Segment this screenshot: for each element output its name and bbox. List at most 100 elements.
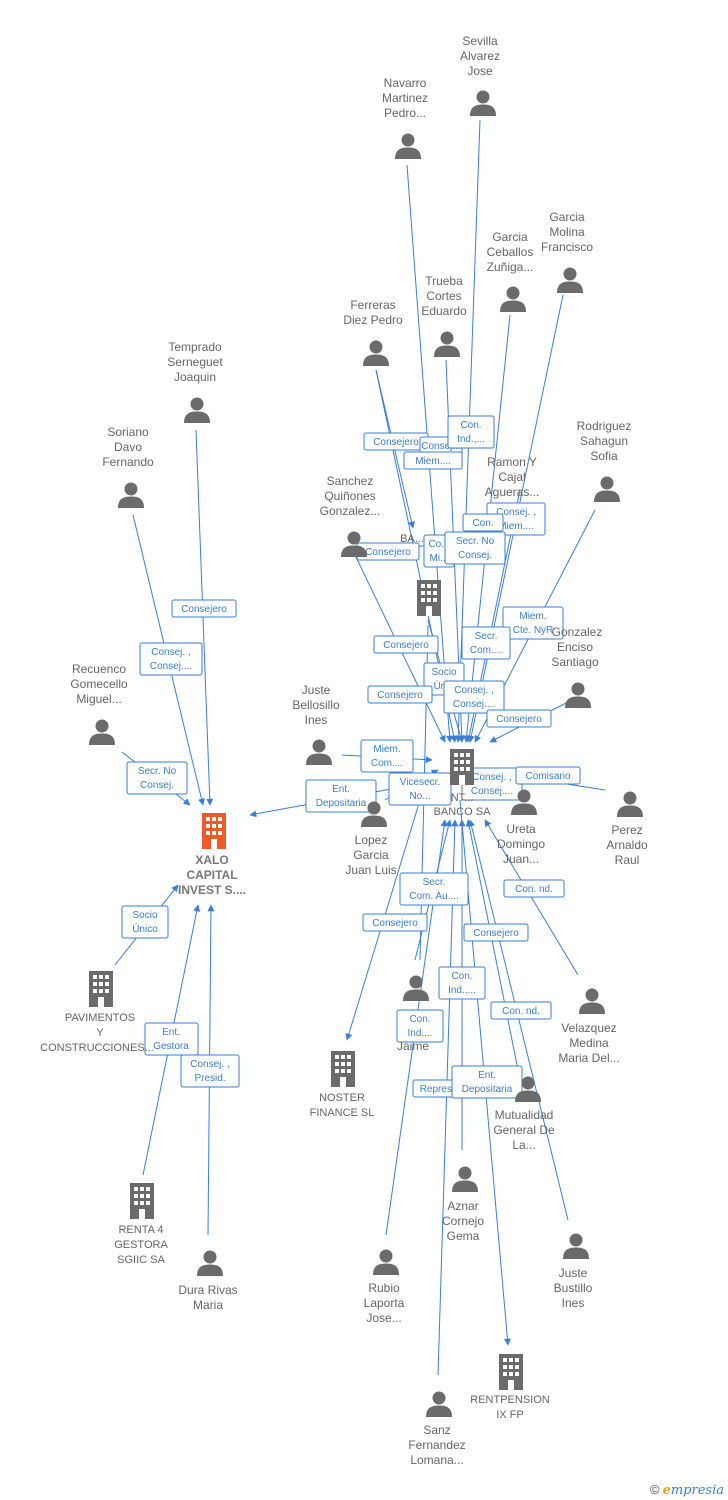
person-navarro[interactable]: Navarro Martinez Pedro... [382, 76, 428, 159]
person-garcia-ceballos[interactable]: Garcia Ceballos Zuñiga... [487, 230, 534, 312]
person-label: Fernando [102, 455, 154, 469]
person-trueba[interactable]: Trueba Cortes Eduardo [421, 274, 467, 357]
rel-renta4-xalo[interactable]: Ent.Gestora [144, 1022, 199, 1056]
person-juste-bellosillo[interactable]: Juste Bellosillo Ines [292, 683, 340, 765]
rel-banco-xalo[interactable]: Ent.Depositaria [305, 779, 377, 813]
rel-lopez-banco[interactable]: Vicesecr.No... [388, 772, 452, 806]
person-perez[interactable]: Perez Arnaldo Raul [606, 791, 648, 868]
rel-line: Ind.,... [448, 985, 476, 996]
rel-line: Consej. , [151, 647, 190, 658]
rel-line: Mi... [430, 553, 449, 564]
rel-banco-rentpension[interactable]: Ent.Depositaria [451, 1065, 523, 1099]
company-label: XALO [195, 853, 228, 867]
rel-navarro-banco-b[interactable]: Miem.... [403, 451, 463, 470]
person-lopez[interactable]: Lopez Garcia Juan Luis [345, 801, 397, 878]
rel-line: Consej... [421, 441, 460, 452]
company-label: BA... [400, 533, 424, 545]
person-label: Diez Pedro [343, 313, 403, 327]
company-pavimentos[interactable] [89, 971, 113, 1007]
company-renta4[interactable] [130, 1183, 154, 1219]
rel-velazquez-banco-a[interactable]: Con. nd. [503, 879, 565, 898]
company-xalo[interactable] [202, 813, 226, 849]
rel-line: Miem.... [498, 521, 534, 532]
rel-aznar-banco[interactable]: Con.Ind.,... [438, 966, 486, 1000]
rel-jaime-banco-a[interactable]: Secr.Com. Au.... [399, 872, 469, 906]
person-juste-bustillo[interactable]: Juste Bustillo Ines [554, 1233, 593, 1311]
person-icon [434, 331, 460, 357]
rel-line: Ent. [162, 1027, 180, 1038]
person-icon [565, 682, 591, 708]
person-soriano[interactable]: Soriano Davo Fernando [102, 425, 154, 508]
rel-line: Consejero [377, 690, 423, 701]
rel-line: Ent. [478, 1070, 496, 1081]
rel-line: Consej.... [471, 786, 513, 797]
rel-line: Miem.... [415, 456, 451, 467]
person-aznar[interactable]: Aznar Cornejo Gema [442, 1166, 484, 1244]
company-banco[interactable] [450, 749, 474, 785]
person-recuenco[interactable]: Recuenco Gomecello Miguel... [70, 662, 128, 745]
rel-ferreras-bancotop[interactable]: Consejero [363, 432, 429, 451]
person-label: Garcia [492, 230, 528, 244]
rel-jaime-banco-b[interactable]: Con.Ind.... [396, 1009, 444, 1043]
rel-juste-banco-a[interactable]: Consejero [367, 685, 433, 704]
person-label: Zuñiga... [487, 260, 534, 274]
rel-banco-noster[interactable]: Consejero [362, 913, 428, 932]
company-rentpension[interactable] [499, 1354, 523, 1390]
company-banco-top[interactable] [417, 580, 441, 616]
rel-line: Secr. No [456, 536, 495, 547]
building-icon [331, 1051, 355, 1087]
person-label: Jose... [366, 1311, 401, 1325]
rel-gonzalez-banco-b[interactable]: Consej. ,Consej.... [443, 680, 505, 714]
person-label: Fernandez [408, 1438, 465, 1452]
rel-perez-banco[interactable]: Comisario [515, 766, 581, 785]
rel-sanchez-banco[interactable]: Consejero [373, 635, 439, 654]
person-ferreras[interactable]: Ferreras Diez Pedro [343, 298, 403, 366]
person-label: Juste [302, 683, 331, 697]
edge-justebustillo-banco [468, 819, 569, 1221]
person-label: Santiago [551, 655, 599, 669]
rel-dura-xalo[interactable]: Consej. ,Presid. [180, 1054, 240, 1088]
rel-line: No... [409, 791, 430, 802]
rel-sevilla-banco[interactable]: Con.Ind.,... [447, 415, 495, 449]
rel-rodriguez-banco[interactable]: Miem.Cte. NyR [502, 606, 564, 640]
rel-juste-banco-b[interactable]: Miem.Com.... [360, 739, 414, 773]
rel-line: Cte. NyR [513, 625, 554, 636]
person-velazquez[interactable]: Velazquez Medina Maria Del... [558, 988, 620, 1066]
rel-gonzalez-banco-c[interactable]: Consejero [486, 709, 552, 728]
person-ramon[interactable]: Ramon Y Cajal Agueras... [485, 455, 540, 499]
person-sanz[interactable]: Sanz Fernandez Lomana... [408, 1391, 466, 1468]
rel-line: Con. [460, 420, 481, 431]
person-label: Molina [549, 225, 585, 239]
person-label: Dura Rivas [178, 1283, 237, 1297]
rel-sanchez-bancotop[interactable]: Consejero [356, 542, 420, 561]
person-jaime[interactable]: Jaime [397, 975, 429, 1054]
person-sanchez[interactable]: Sanchez Quiñones Gonzalez... [320, 474, 381, 557]
company-noster[interactable] [331, 1051, 355, 1087]
person-rodriguez[interactable]: Rodriguez Sahagun Sofia [577, 419, 632, 502]
person-nodes: Sevilla Alvarez Jose Navarro Martinez Pe… [70, 34, 648, 1467]
rel-velazquez-banco-b[interactable]: Consejero [463, 923, 529, 942]
company-label: Mutualidad [495, 1108, 554, 1122]
person-garcia-molina[interactable]: Garcia Molina Francisco [541, 210, 593, 293]
rel-line: Consejero [372, 918, 418, 929]
person-gonzalez-enciso[interactable]: Gonzalez Enciso Santiago [551, 625, 602, 708]
person-label: Medina [569, 1036, 609, 1050]
rel-garciaceballos-banco[interactable]: Con. [462, 513, 504, 532]
rel-soriano-xalo[interactable]: Consej. , Consej.... [139, 642, 203, 676]
person-sevilla[interactable]: Sevilla Alvarez Jose [460, 34, 500, 116]
person-dura[interactable]: Dura Rivas Maria [178, 1250, 238, 1313]
brand-footer[interactable]: ©empresia [650, 1482, 724, 1498]
person-temprado[interactable]: Temprado Serneguet Joaquin [167, 340, 223, 423]
rel-gonzalez-banco-a[interactable]: Secr.Com.... [461, 626, 511, 660]
building-icon [89, 971, 113, 1007]
rel-temprado-xalo[interactable]: Consejero [171, 599, 237, 618]
person-label: Alvarez [460, 49, 500, 63]
person-label: Sanz [423, 1423, 450, 1437]
person-ureta[interactable]: Ureta Domingo Juan... [497, 789, 545, 867]
person-rubio[interactable]: Rubio Laporta Jose... [364, 1249, 405, 1326]
rel-justebustillo-banco[interactable]: Con. nd. [490, 1001, 552, 1020]
rel-line: Consej.... [150, 661, 192, 672]
